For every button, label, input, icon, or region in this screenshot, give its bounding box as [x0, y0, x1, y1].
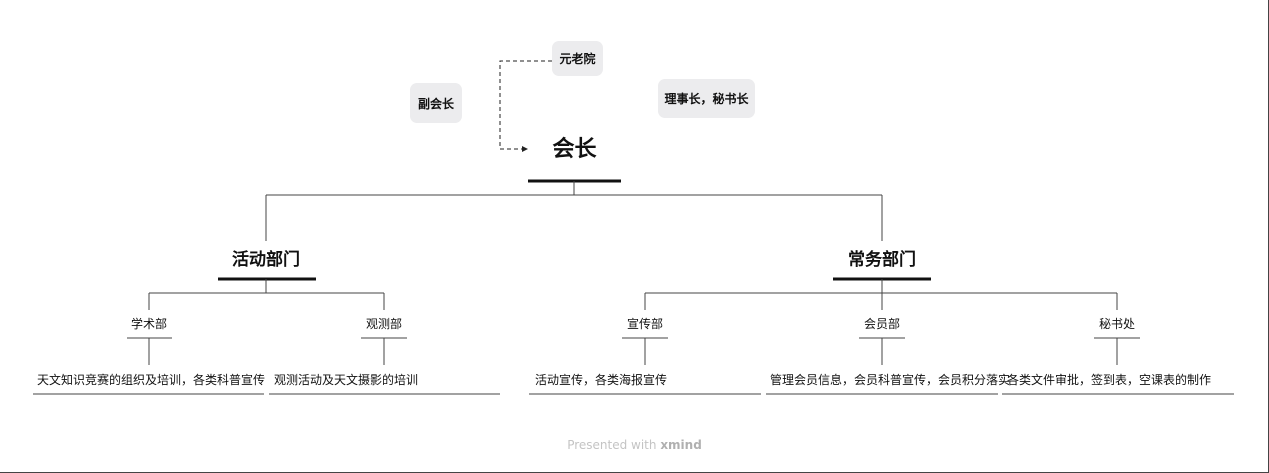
root-topic-label: 会长 [552, 137, 597, 162]
board-label: 理事长，秘书长 [664, 92, 749, 106]
subtopic-secretariat[interactable]: 秘书处 [1077, 315, 1157, 332]
subtopic-label: 学术部 [130, 317, 167, 331]
leaf-label: 观测活动及天文摄影的培训 [274, 373, 419, 387]
leaf-academic-detail[interactable]: 天文知识竞赛的组织及培训，各类科普宣传 [37, 371, 265, 388]
leaf-label: 各类文件审批，签到表，空课表的制作 [1007, 373, 1212, 387]
leaf-secretariat-detail[interactable]: 各类文件审批，签到表，空课表的制作 [1007, 371, 1211, 388]
leaf-label: 管理会员信息，会员科普宣传，会员积分落实 [770, 373, 1011, 387]
root-topic[interactable]: 会长 [528, 131, 621, 163]
vice-president-label: 副会长 [417, 96, 454, 111]
branch-topic-label: 活动部门 [232, 250, 300, 270]
leaf-publicity-detail[interactable]: 活动宣传，各类海报宣传 [535, 371, 667, 388]
elders-relationship-line [499, 60, 552, 150]
branch-topic-general-affairs[interactable]: 常务部门 [822, 245, 942, 270]
subtopic-academic[interactable]: 学术部 [109, 315, 189, 332]
leaf-label: 天文知识竞赛的组织及培训，各类科普宣传 [37, 373, 266, 387]
presented-with-footer: Presented with xmind [0, 438, 1269, 452]
subtopic-label: 观测部 [365, 317, 402, 331]
branch-topic-label: 常务部门 [848, 250, 916, 270]
elders-label: 元老院 [559, 52, 596, 66]
elders-callout[interactable]: 元老院 [552, 41, 603, 76]
leaf-label: 活动宣传，各类海报宣传 [535, 373, 668, 387]
branch-topic-activities[interactable]: 活动部门 [206, 245, 326, 270]
subtopic-membership[interactable]: 会员部 [842, 315, 922, 332]
subtopic-label: 宣传部 [626, 317, 663, 331]
board-callout[interactable]: 理事长，秘书长 [658, 79, 755, 118]
leaf-observation-detail[interactable]: 观测活动及天文摄影的培训 [274, 371, 418, 388]
subtopic-label: 会员部 [863, 317, 900, 331]
xmind-brand: xmind [660, 438, 702, 452]
subtopic-label: 秘书处 [1098, 317, 1135, 331]
subtopic-observation[interactable]: 观测部 [344, 315, 424, 332]
leaf-membership-detail[interactable]: 管理会员信息，会员科普宣传，会员积分落实 [770, 371, 1010, 388]
relationship-arrowhead [522, 146, 528, 152]
subtopic-publicity[interactable]: 宣传部 [605, 315, 685, 332]
vice-president-callout[interactable]: 副会长 [410, 83, 462, 123]
footer-prefix: Presented with [567, 438, 657, 452]
